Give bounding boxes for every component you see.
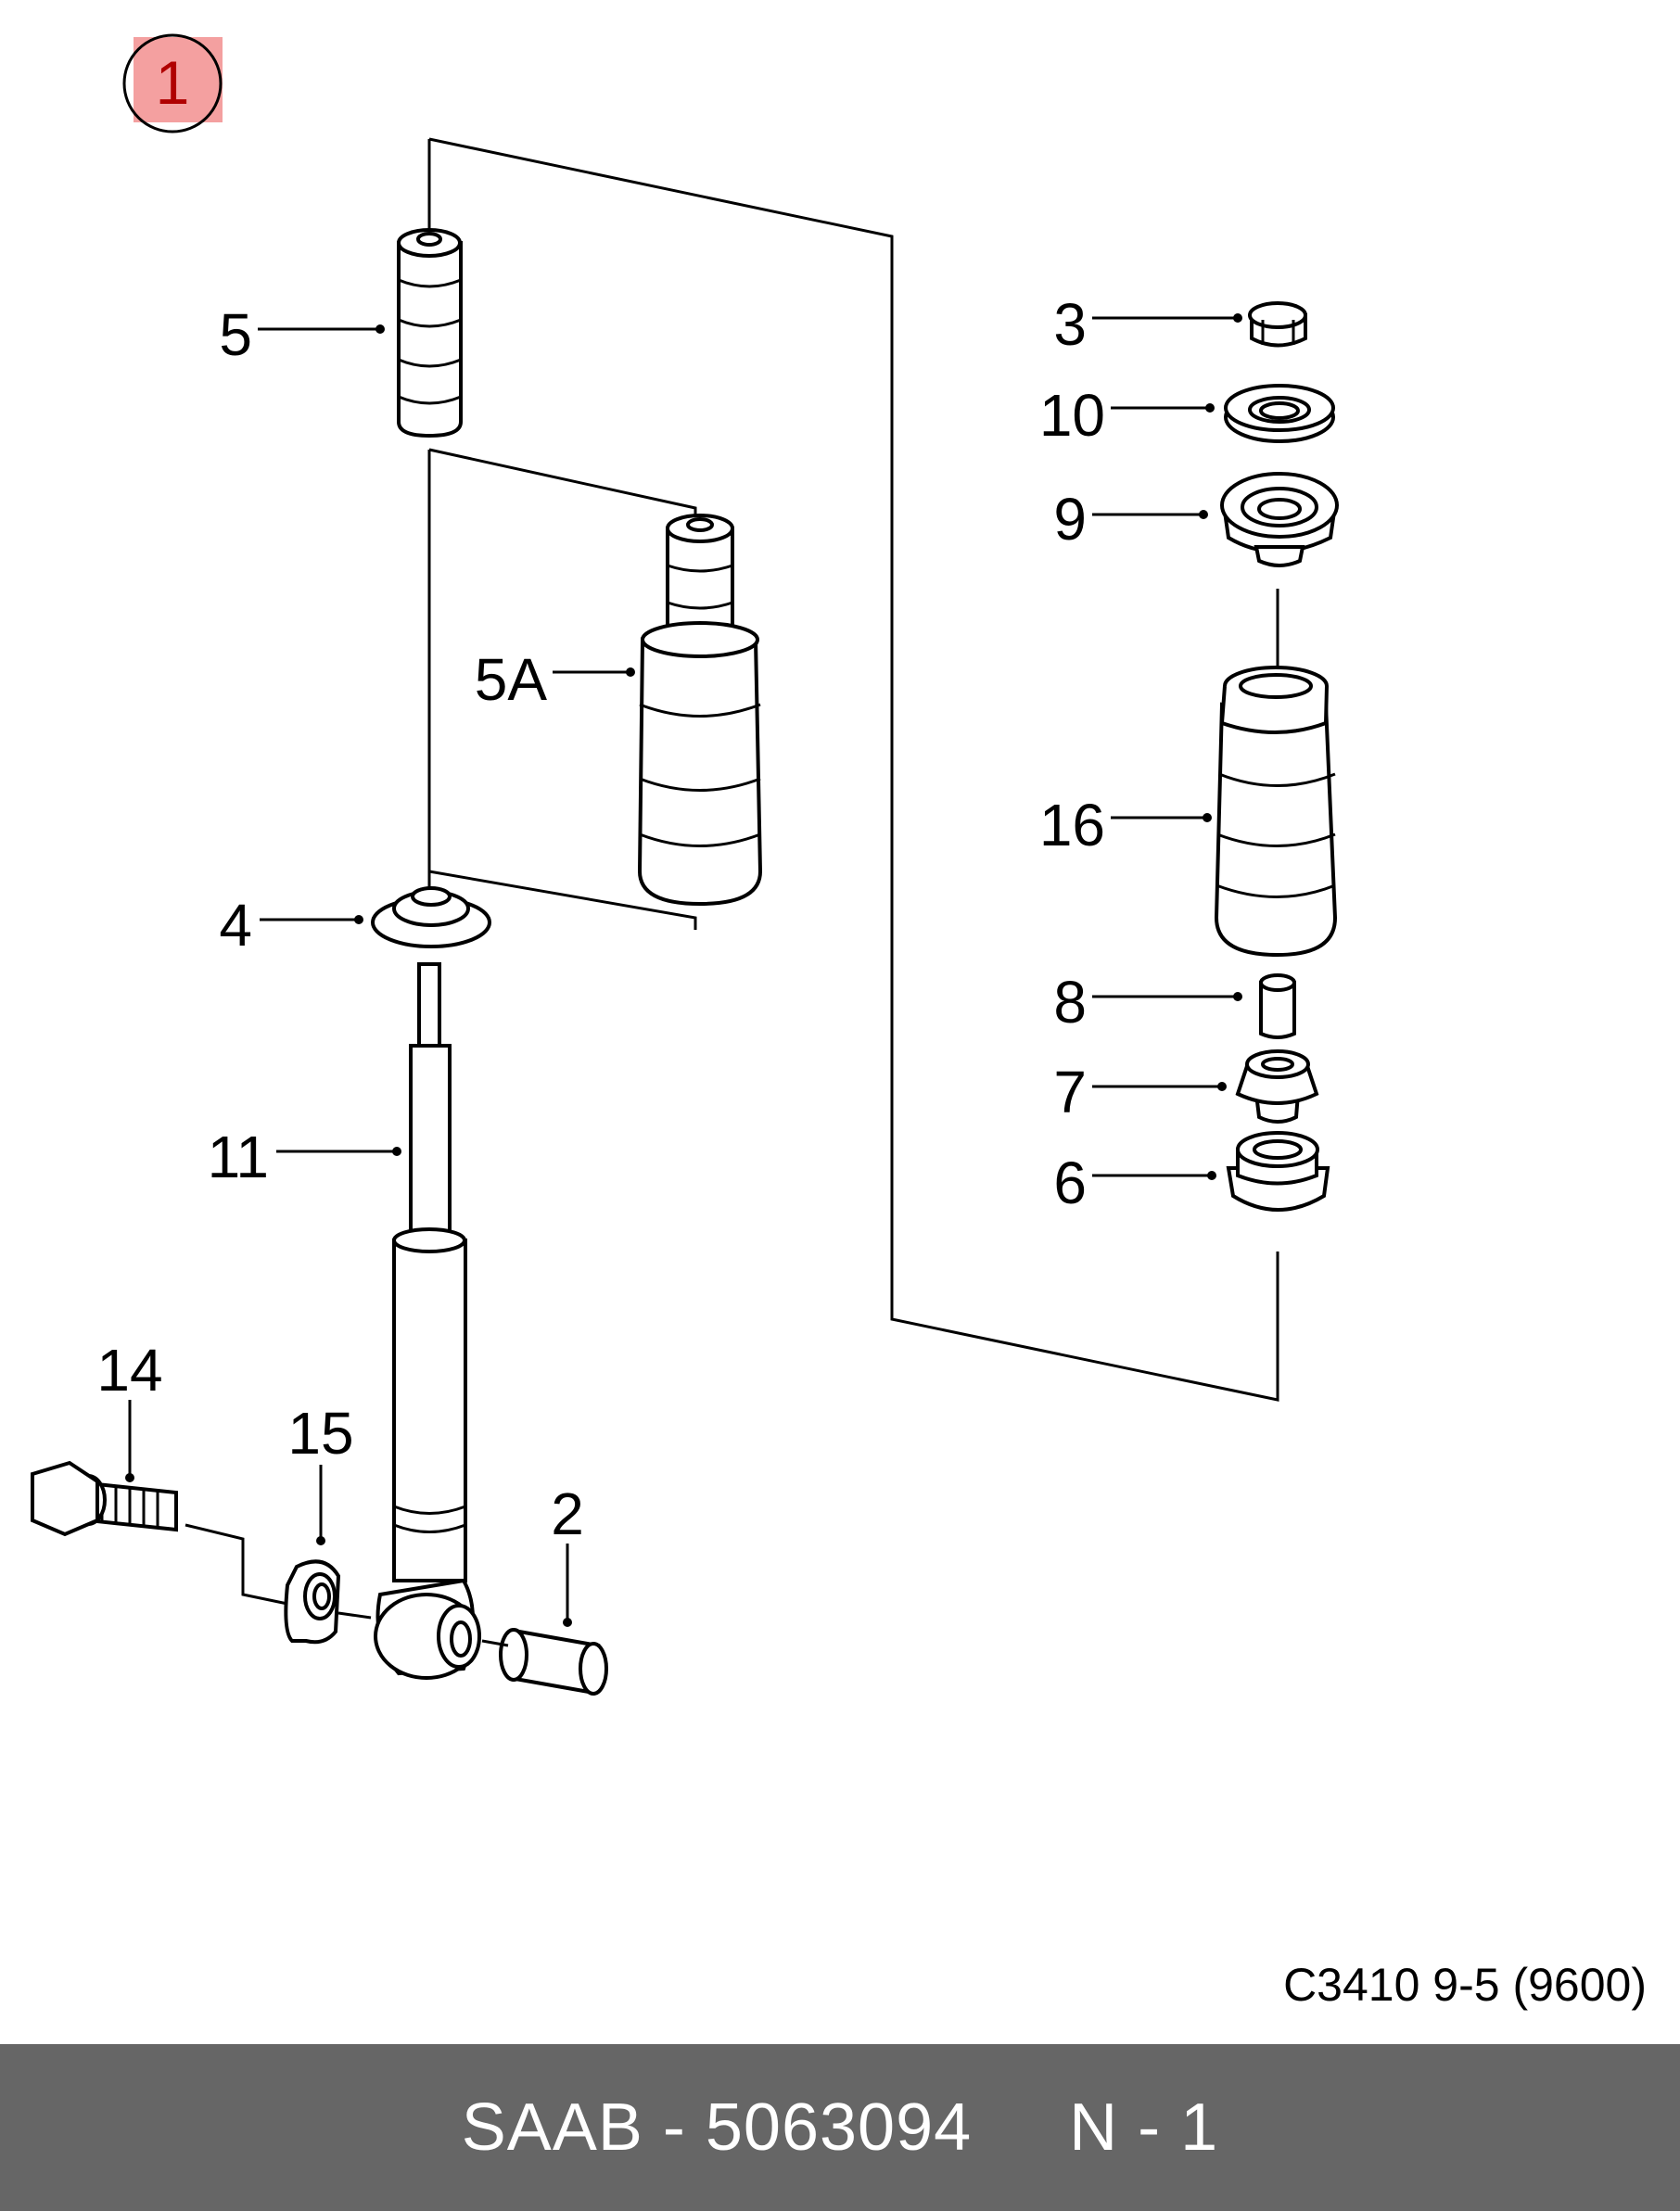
callout-label: 2 (551, 1480, 584, 1547)
badge: 1 (122, 33, 223, 133)
callout-label: 14 (96, 1337, 162, 1404)
part-3-nut (1248, 301, 1307, 348)
part-11-shock-absorber (374, 962, 481, 1680)
callout-5: 5 (219, 301, 385, 368)
bolt-axis-line (185, 1523, 288, 1606)
callout-16: 16 (1039, 792, 1212, 858)
assembly-lines (427, 137, 1279, 1402)
callout-10: 10 (1039, 382, 1215, 449)
callout-8: 8 (1053, 969, 1242, 1036)
callout-11: 11 (208, 1124, 401, 1190)
badge-circle (122, 33, 223, 133)
callout-label: 9 (1053, 486, 1087, 553)
callout-4: 4 (219, 892, 363, 959)
part-6-lower-mount (1226, 1131, 1330, 1212)
part-5a-boot (637, 514, 763, 907)
part-15-plate (284, 1559, 341, 1645)
callout-14: 14 (96, 1337, 163, 1482)
footer-part-number: SAAB - 5063094 N - 1 (461, 2090, 1219, 2165)
callout-label: 8 (1053, 969, 1087, 1036)
callout-7: 7 (1053, 1059, 1227, 1125)
callout-label: 4 (219, 892, 252, 959)
badge-number: 1 (156, 48, 190, 117)
plate-axis-line (337, 1611, 372, 1620)
callout-9: 9 (1053, 486, 1208, 553)
part-14-bolt (31, 1460, 178, 1537)
sleeve-axis-line (481, 1639, 509, 1647)
part-9-mount (1220, 472, 1339, 567)
callout-15: 15 (287, 1400, 354, 1545)
reference-code: C3410 9-5 (9600) (1283, 1959, 1647, 2011)
callout-label: 6 (1053, 1150, 1087, 1216)
callout-label: 11 (208, 1124, 269, 1190)
part-2-sleeve (499, 1628, 608, 1696)
part-16-boot (1214, 666, 1338, 958)
callout-label: 5A (475, 646, 548, 713)
footer-bar: SAAB - 5063094 N - 1 (0, 2044, 1680, 2211)
callout-2: 2 (551, 1480, 584, 1627)
parts-diagram: 1 (31, 33, 1647, 2011)
callout-label: 7 (1053, 1059, 1087, 1125)
part-8-spacer (1259, 973, 1296, 1039)
callout-label: 5 (219, 301, 252, 368)
callout-3: 3 (1053, 291, 1242, 358)
callout-label: 15 (287, 1400, 353, 1467)
part-5-bump-stop (397, 228, 463, 438)
callout-label: 16 (1039, 792, 1105, 858)
part-10-washer (1224, 384, 1335, 443)
callout-label: 10 (1039, 382, 1105, 449)
callout-label: 3 (1053, 291, 1087, 358)
callout-5a: 5A (475, 646, 635, 713)
part-7-bushing (1235, 1049, 1319, 1124)
part-4-washer (371, 886, 491, 948)
callout-6: 6 (1053, 1150, 1216, 1216)
